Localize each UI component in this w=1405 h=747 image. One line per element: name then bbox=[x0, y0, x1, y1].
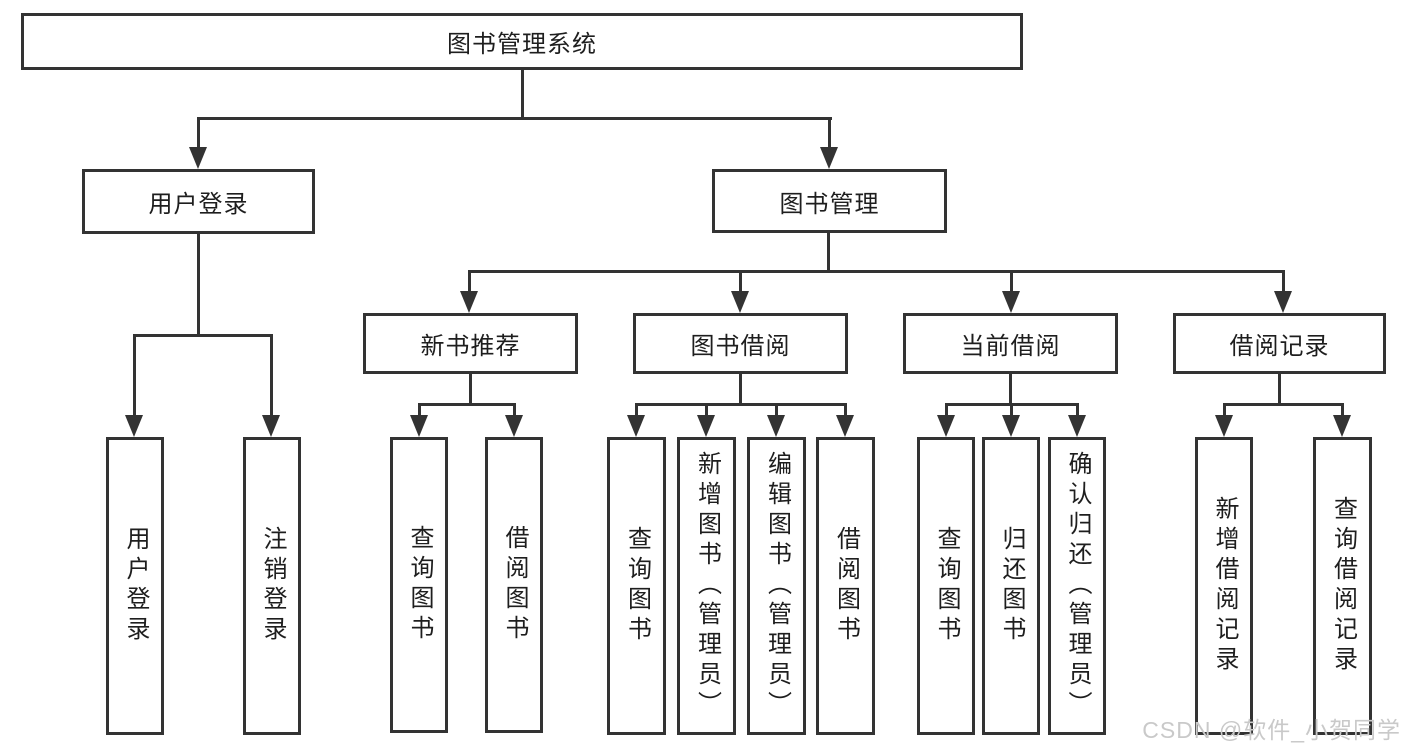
connector-line bbox=[775, 403, 778, 419]
leaf-edit-books-admin: 编辑图书（管理员） bbox=[747, 437, 806, 735]
node-root: 图书管理系统 bbox=[21, 13, 1023, 70]
connector-line bbox=[1278, 374, 1281, 406]
arrow-down-icon bbox=[125, 415, 143, 437]
arrow-down-icon bbox=[627, 415, 645, 437]
leaf-return-books: 归还图书 bbox=[982, 437, 1040, 735]
node-book-management-label: 图书管理 bbox=[779, 190, 880, 218]
node-book-management: 图书管理 bbox=[712, 169, 947, 233]
node-current-borrowing-label: 当前借阅 bbox=[960, 333, 1061, 360]
connector-line bbox=[513, 403, 516, 419]
connector-line bbox=[844, 403, 847, 419]
connector-line bbox=[739, 270, 742, 295]
leaf-query-borrow-record: 查询借阅记录 bbox=[1313, 437, 1372, 735]
connector-line bbox=[945, 403, 948, 419]
connector-line bbox=[1010, 270, 1013, 295]
leaf-logout-label: 注销登录 bbox=[259, 526, 286, 646]
connector-line bbox=[133, 334, 136, 419]
leaf-user-login-label: 用户登录 bbox=[122, 526, 149, 646]
node-root-label: 图书管理系统 bbox=[447, 31, 597, 58]
leaf-query-books-2-label: 查询图书 bbox=[623, 526, 651, 646]
node-user-login-label: 用户登录 bbox=[148, 191, 249, 218]
connector-line bbox=[133, 334, 273, 337]
arrow-down-icon bbox=[697, 415, 715, 437]
connector-line bbox=[469, 374, 472, 406]
leaf-borrow-books-2-label: 借阅图书 bbox=[832, 526, 860, 646]
leaf-confirm-return-admin-label: 确认归还（管理员） bbox=[1064, 451, 1091, 721]
connector-line bbox=[1009, 374, 1012, 406]
connector-line bbox=[521, 69, 524, 120]
arrow-down-icon bbox=[1068, 415, 1086, 437]
arrow-down-icon bbox=[1333, 415, 1351, 437]
connector-line bbox=[827, 232, 830, 273]
node-borrowing-records-label: 借阅记录 bbox=[1229, 333, 1330, 360]
leaf-query-books-3: 查询图书 bbox=[917, 437, 975, 735]
connector-line bbox=[418, 403, 516, 406]
connector-line bbox=[468, 270, 1285, 273]
leaf-query-books-1-label: 查询图书 bbox=[406, 525, 433, 645]
node-book-borrowing: 图书借阅 bbox=[633, 313, 848, 374]
node-new-book-recommendation-label: 新书推荐 bbox=[420, 333, 521, 360]
arrow-down-icon bbox=[937, 415, 955, 437]
arrow-down-icon bbox=[1215, 415, 1233, 437]
arrow-down-icon bbox=[1274, 291, 1292, 313]
connector-line bbox=[705, 403, 708, 419]
connector-line bbox=[418, 403, 421, 419]
leaf-add-books-admin-label: 新增图书（管理员） bbox=[693, 451, 721, 721]
node-book-borrowing-label: 图书借阅 bbox=[690, 333, 791, 360]
leaf-return-books-label: 归还图书 bbox=[998, 526, 1025, 646]
connector-line bbox=[197, 117, 832, 120]
connector-line bbox=[1341, 403, 1344, 419]
connector-line bbox=[468, 270, 471, 295]
connector-line bbox=[197, 233, 200, 337]
leaf-query-books-3-label: 查询图书 bbox=[933, 526, 960, 646]
leaf-logout: 注销登录 bbox=[243, 437, 301, 735]
arrow-down-icon bbox=[189, 147, 207, 169]
leaf-borrow-books-2: 借阅图书 bbox=[816, 437, 875, 735]
arrow-down-icon bbox=[767, 415, 785, 437]
arrow-down-icon bbox=[1002, 415, 1020, 437]
arrow-down-icon bbox=[1002, 291, 1020, 313]
leaf-add-borrow-record: 新增借阅记录 bbox=[1195, 437, 1253, 735]
connector-line bbox=[739, 374, 742, 406]
connector-line bbox=[1223, 403, 1344, 406]
arrow-down-icon bbox=[505, 415, 523, 437]
arrow-down-icon bbox=[410, 415, 428, 437]
leaf-query-books-2: 查询图书 bbox=[607, 437, 666, 735]
arrow-down-icon bbox=[836, 415, 854, 437]
arrow-down-icon bbox=[460, 291, 478, 313]
leaf-user-login: 用户登录 bbox=[106, 437, 164, 735]
connector-line bbox=[1010, 403, 1013, 419]
leaf-edit-books-admin-label: 编辑图书（管理员） bbox=[763, 451, 791, 721]
leaf-confirm-return-admin: 确认归还（管理员） bbox=[1048, 437, 1106, 735]
connector-line bbox=[635, 403, 638, 419]
node-current-borrowing: 当前借阅 bbox=[903, 313, 1118, 374]
leaf-add-borrow-record-label: 新增借阅记录 bbox=[1211, 496, 1238, 676]
connector-line bbox=[635, 403, 847, 406]
leaf-add-books-admin: 新增图书（管理员） bbox=[677, 437, 736, 735]
leaf-borrow-books-1: 借阅图书 bbox=[485, 437, 543, 733]
node-borrowing-records: 借阅记录 bbox=[1173, 313, 1386, 374]
csdn-watermark: CSDN @软件_小贺同学 bbox=[1142, 717, 1401, 743]
arrow-down-icon bbox=[731, 291, 749, 313]
leaf-query-borrow-record-label: 查询借阅记录 bbox=[1329, 496, 1357, 676]
arrow-down-icon bbox=[262, 415, 280, 437]
connector-line bbox=[1282, 270, 1285, 295]
node-new-book-recommendation: 新书推荐 bbox=[363, 313, 578, 374]
leaf-query-books-1: 查询图书 bbox=[390, 437, 448, 733]
connector-line bbox=[1076, 403, 1079, 419]
connector-line bbox=[197, 117, 200, 151]
node-user-login: 用户登录 bbox=[82, 169, 315, 234]
connector-line bbox=[1223, 403, 1226, 419]
connector-line bbox=[828, 117, 831, 151]
connector-line bbox=[270, 334, 273, 419]
arrow-down-icon bbox=[820, 147, 838, 169]
leaf-borrow-books-1-label: 借阅图书 bbox=[501, 525, 528, 645]
